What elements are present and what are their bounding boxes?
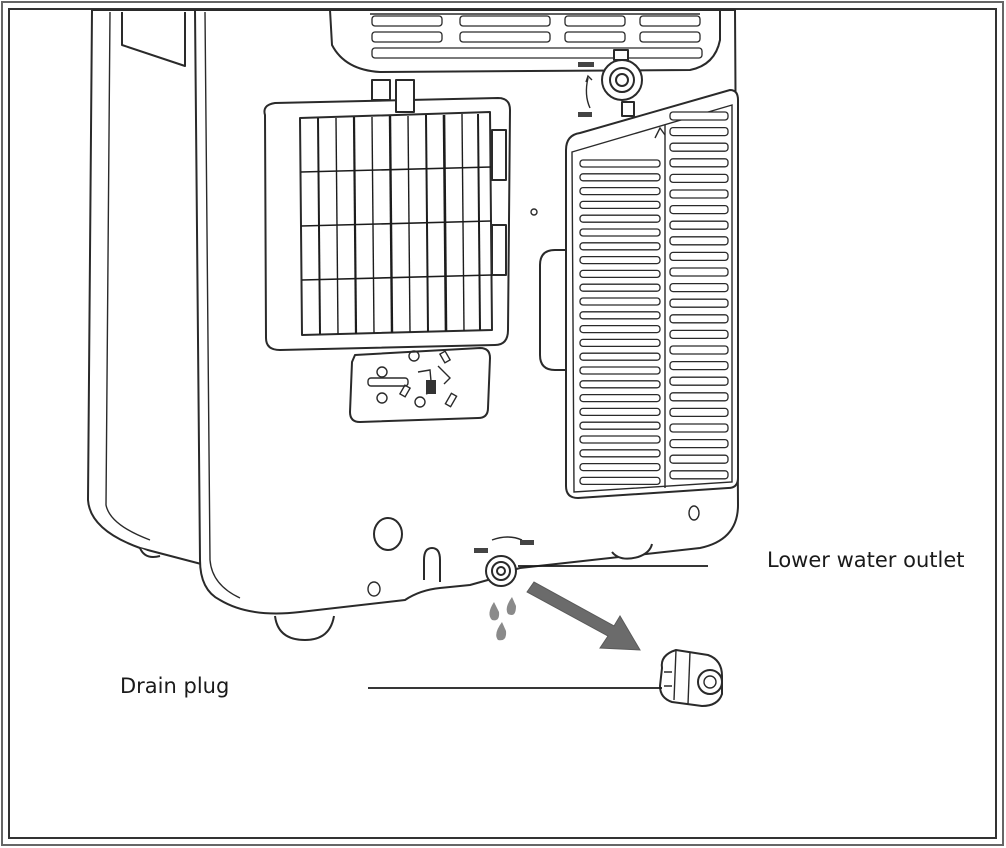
grille-slat (669, 407, 729, 418)
grille-slat (579, 200, 661, 210)
drain-direction-arrow (526, 581, 641, 651)
drain-plug-label: Drain plug (120, 674, 230, 698)
grille-slat (669, 204, 729, 215)
bottom-small-hole-left (367, 581, 381, 597)
grille-slat (579, 159, 661, 168)
grille-slat (669, 376, 729, 386)
grille-slat (669, 142, 729, 152)
grille-slat (669, 423, 729, 433)
caster-wheel-left (274, 615, 335, 641)
grille-slat (579, 421, 661, 430)
grille-slat (669, 298, 729, 308)
caster-wheel-back (139, 547, 161, 558)
grille-slat (579, 186, 661, 196)
grille-slat (579, 366, 661, 375)
grille-slat (579, 338, 661, 348)
grille-slat (579, 311, 661, 320)
intake-grille-slats (579, 111, 729, 486)
grille-slat (579, 255, 661, 265)
power-cord-hook-plate (349, 347, 491, 423)
air-filter (263, 79, 511, 351)
grille-slat (669, 345, 729, 355)
grille-slat (579, 228, 661, 237)
grille-slat (579, 380, 661, 389)
grille-slat (669, 360, 729, 371)
air-conditioner-unit (87, 9, 739, 641)
bottom-notch (423, 547, 441, 582)
grille-slat (579, 324, 661, 334)
grille-slat (669, 314, 729, 324)
grille-slat (669, 251, 729, 262)
grille-slat (669, 158, 729, 168)
screw-hole (530, 208, 538, 216)
grille-slat (579, 449, 661, 458)
grille-slat (669, 282, 729, 293)
grille-slat (669, 454, 729, 464)
grille-slat (669, 173, 729, 184)
top-exhaust-grille (329, 9, 721, 73)
grille-slat (669, 470, 729, 480)
drain-plug (659, 649, 723, 707)
grille-slat (579, 476, 661, 486)
grille-slat (669, 438, 729, 449)
grille-slat (579, 462, 661, 472)
filter-mesh (300, 113, 493, 335)
grille-slat (579, 407, 661, 417)
upper-drain-knob (578, 49, 643, 117)
grille-slat (579, 297, 661, 306)
grille-slat (669, 392, 729, 402)
grille-slat (579, 173, 661, 182)
grille-slat (669, 189, 729, 199)
unit-side-panel (87, 9, 206, 566)
grille-slat (579, 352, 661, 361)
grille-slat (669, 126, 729, 137)
bottom-small-hole-right (688, 505, 700, 521)
grille-slat (579, 283, 661, 292)
grille-slat (579, 269, 661, 279)
side-panel-edge (105, 11, 151, 541)
side-handle-slot (121, 12, 186, 67)
back-panel-edge (204, 11, 241, 599)
caster-wheel-right (611, 543, 653, 560)
lower-water-outlet-label: Lower water outlet (767, 548, 965, 572)
grille-slat (579, 214, 661, 223)
lower-water-outlet (474, 536, 534, 587)
grille-slat (669, 236, 729, 246)
water-drops-icon (489, 597, 516, 641)
grille-slat (579, 242, 661, 251)
grille-slat (579, 435, 661, 444)
grille-slat (669, 220, 729, 230)
grille-slat (669, 329, 729, 340)
lower-hole (373, 517, 403, 551)
grille-slat (669, 267, 729, 277)
grille-slat (579, 393, 661, 403)
grille-slat (669, 111, 729, 121)
